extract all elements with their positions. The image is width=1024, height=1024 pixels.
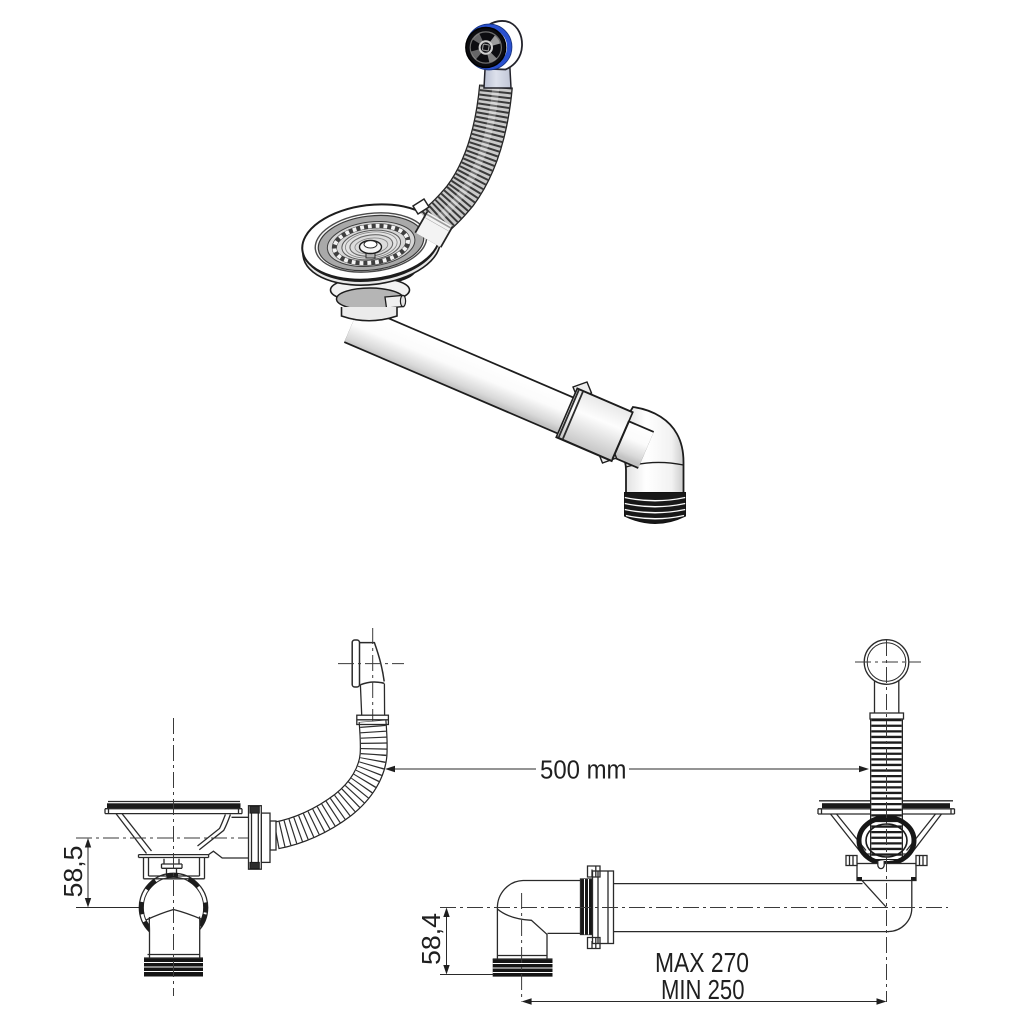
svg-text:58,5: 58,5 (58, 846, 88, 898)
svg-text:MAX 270: MAX 270 (655, 947, 749, 978)
svg-text:MIN 250: MIN 250 (661, 974, 745, 1005)
svg-text:500 mm: 500 mm (540, 757, 627, 785)
svg-text:58,4: 58,4 (416, 913, 446, 965)
